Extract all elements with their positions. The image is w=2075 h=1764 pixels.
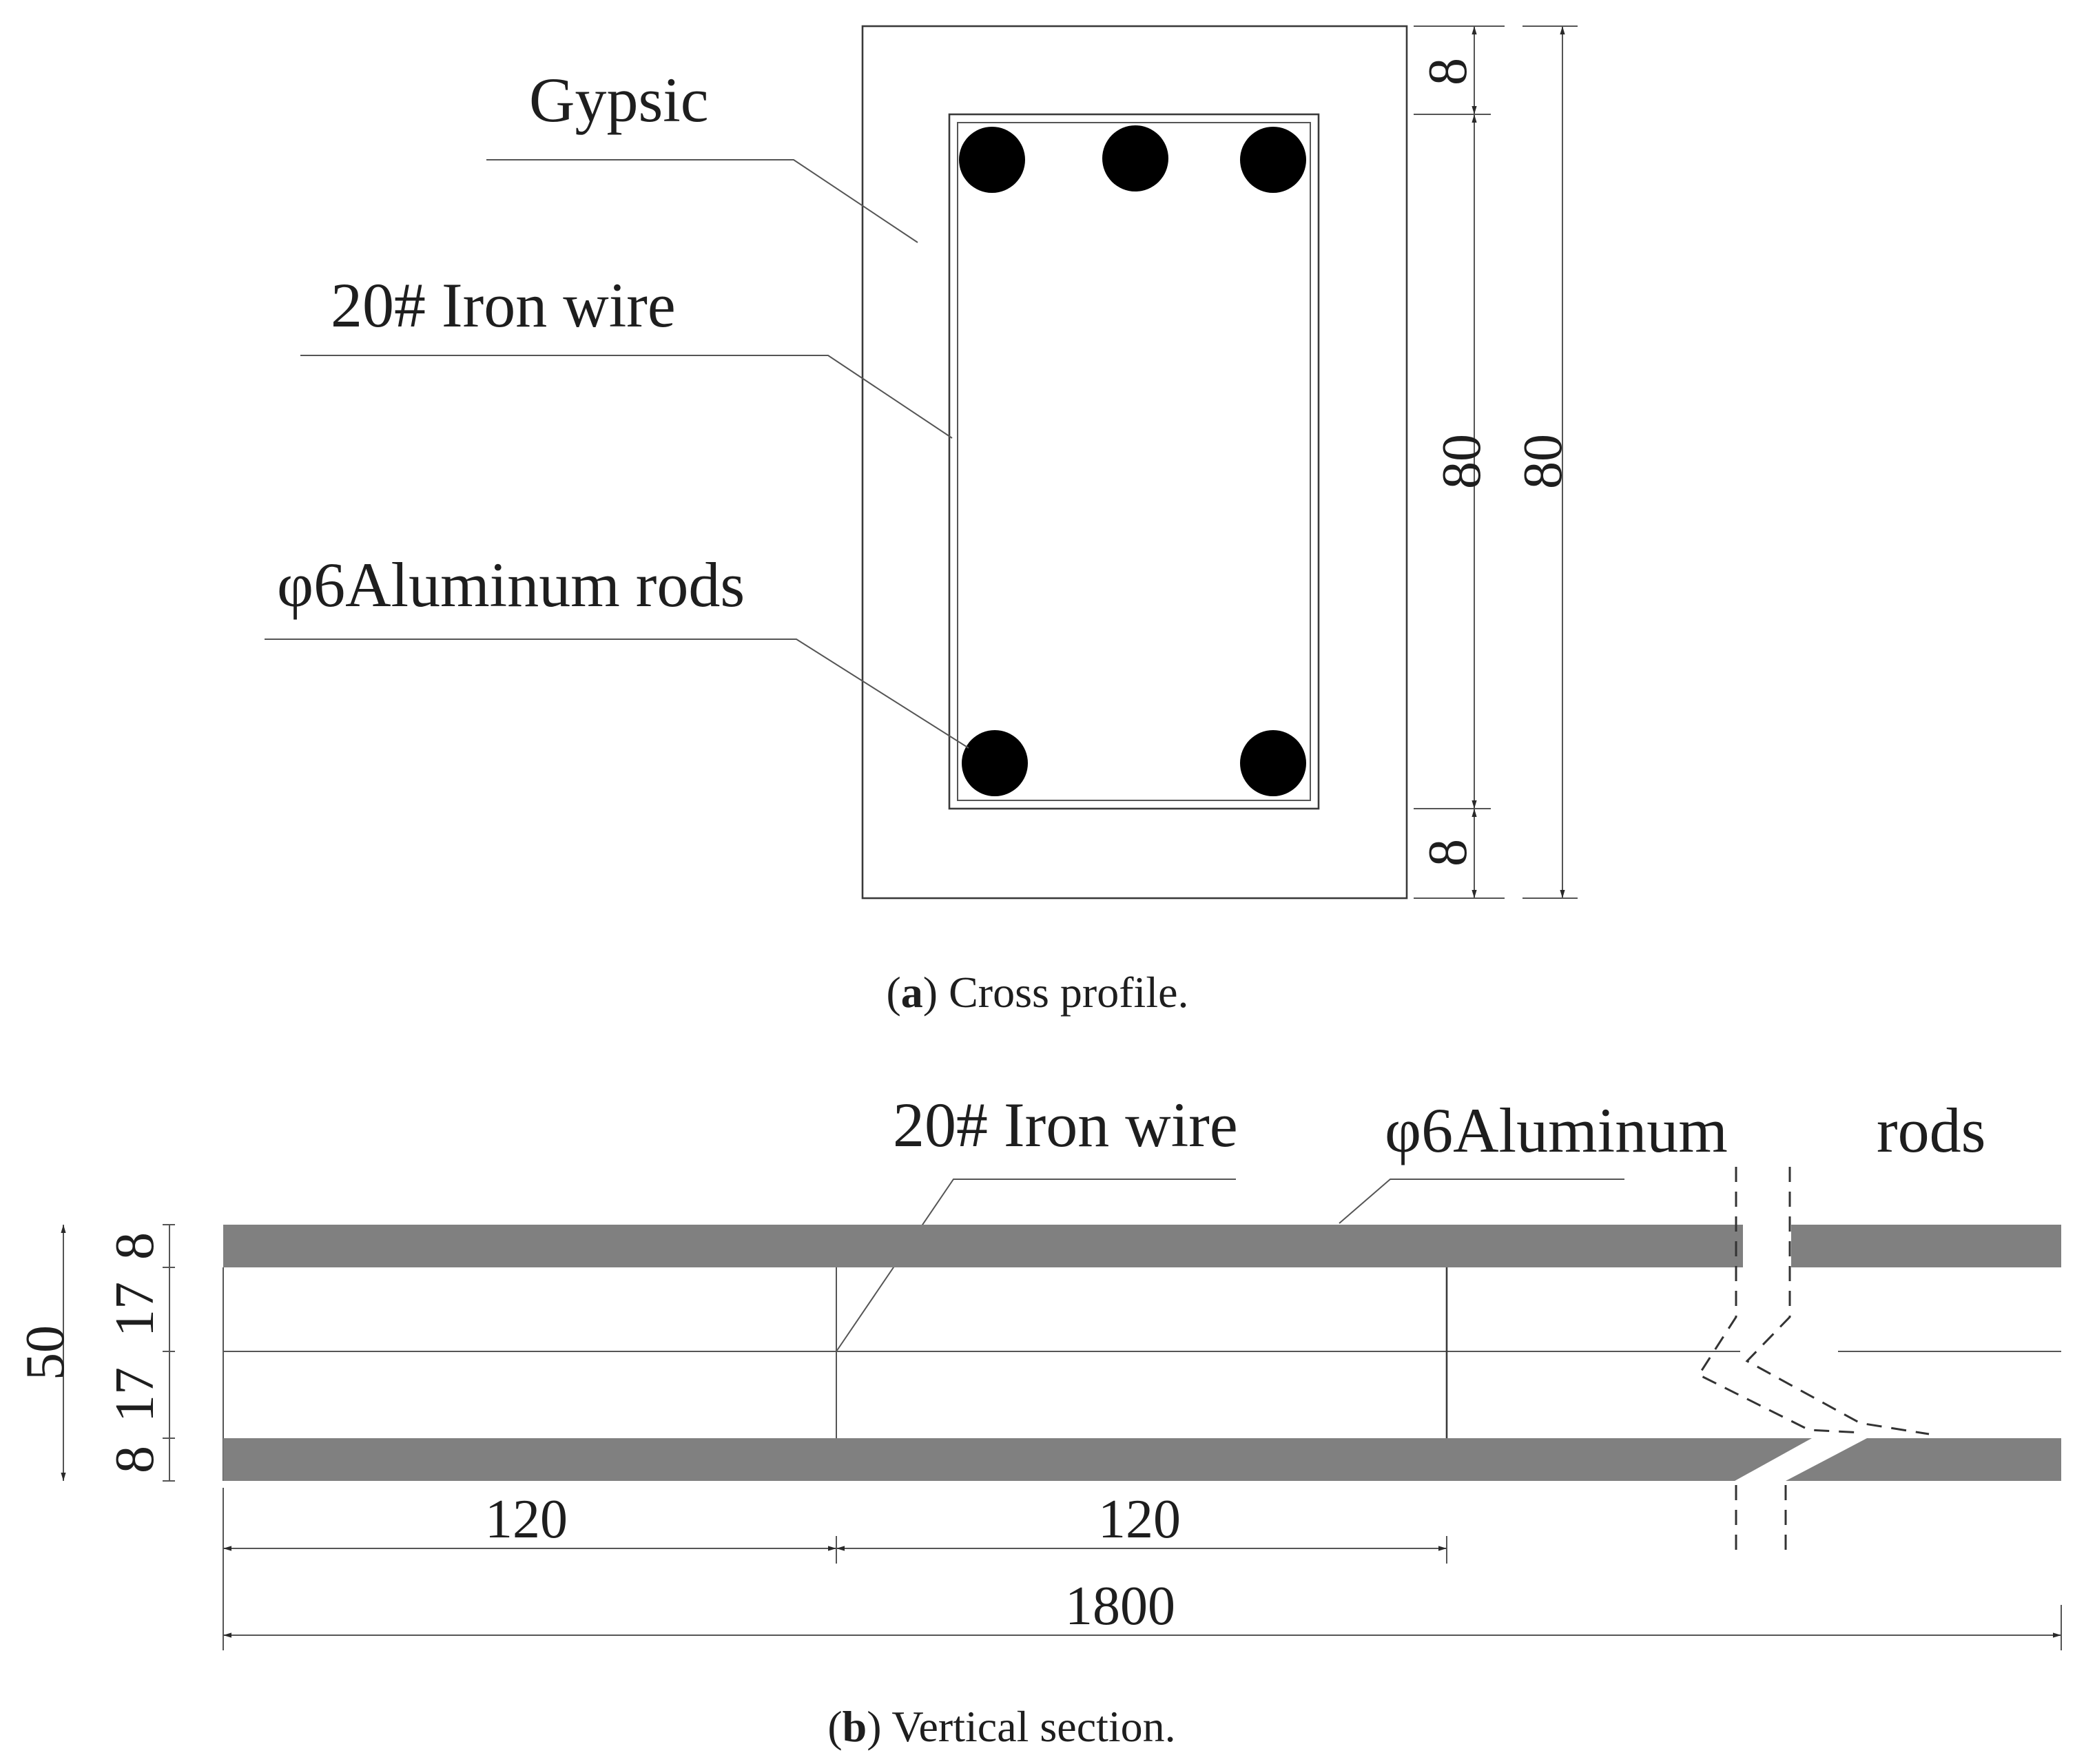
aluminum-rod-top-middle xyxy=(1102,125,1168,191)
dim-length: 1800 xyxy=(1065,1576,1175,1637)
aluminum-rod-top-right xyxy=(1240,127,1306,193)
iron-wire-stirrup-inner xyxy=(957,122,1311,801)
vertical-section: 20# Iron wire φ6Aluminum rods xyxy=(15,1090,2062,1751)
dim-spacing-2: 120 xyxy=(1098,1489,1181,1550)
aluminum-bar-top-right xyxy=(1791,1225,2061,1267)
aluminum-bar-top-left xyxy=(223,1225,1743,1267)
dim-top-cover: 8 xyxy=(1418,58,1478,85)
aluminum-rod-top-left xyxy=(959,127,1025,193)
cross-profile: Gypsic 20# Iron wire φ6Aluminum rods 8 8… xyxy=(265,25,1578,1017)
leader-iron-wire-section xyxy=(836,1179,1236,1352)
label-iron-wire: 20# Iron wire xyxy=(331,270,676,340)
dim-height-total: 50 xyxy=(15,1325,76,1380)
caption-vertical-section: (b) Vertical section. xyxy=(827,1702,1175,1751)
dim-stack-bottom: 8 xyxy=(105,1446,165,1473)
dim-stack-mid-top: 17 xyxy=(105,1282,165,1337)
aluminum-rod-bottom-left xyxy=(962,730,1028,796)
leader-aluminum-rods xyxy=(265,639,969,749)
leader-gypsic xyxy=(486,159,918,243)
label-iron-wire-section: 20# Iron wire xyxy=(893,1090,1238,1160)
leader-aluminum-section xyxy=(1339,1179,1624,1224)
aluminum-bar-bottom-right xyxy=(1786,1438,2061,1481)
label-gypsic: Gypsic xyxy=(529,65,709,135)
aluminum-bar-bottom-left xyxy=(223,1438,1812,1481)
gypsum-outline xyxy=(861,25,1408,900)
dim-inner-height: 80 xyxy=(1432,434,1492,489)
dim-spacing-1: 120 xyxy=(485,1489,568,1550)
dim-stack-top: 8 xyxy=(105,1232,165,1260)
dim-stack-mid-bottom: 17 xyxy=(105,1367,165,1422)
leader-iron-wire xyxy=(300,355,953,439)
break-lines xyxy=(1697,1167,1930,1554)
iron-wire-stirrup-outer xyxy=(948,113,1320,810)
dim-bottom-cover: 8 xyxy=(1418,839,1478,867)
caption-cross-profile: (a) Cross profile. xyxy=(886,968,1188,1017)
dim-total-height: 80 xyxy=(1513,434,1573,489)
aluminum-rod-bottom-right xyxy=(1240,730,1306,796)
label-rods-section: rods xyxy=(1877,1095,1985,1165)
label-aluminum-section: φ6Aluminum xyxy=(1385,1095,1728,1165)
label-aluminum-rods: φ6Aluminum rods xyxy=(277,550,745,620)
